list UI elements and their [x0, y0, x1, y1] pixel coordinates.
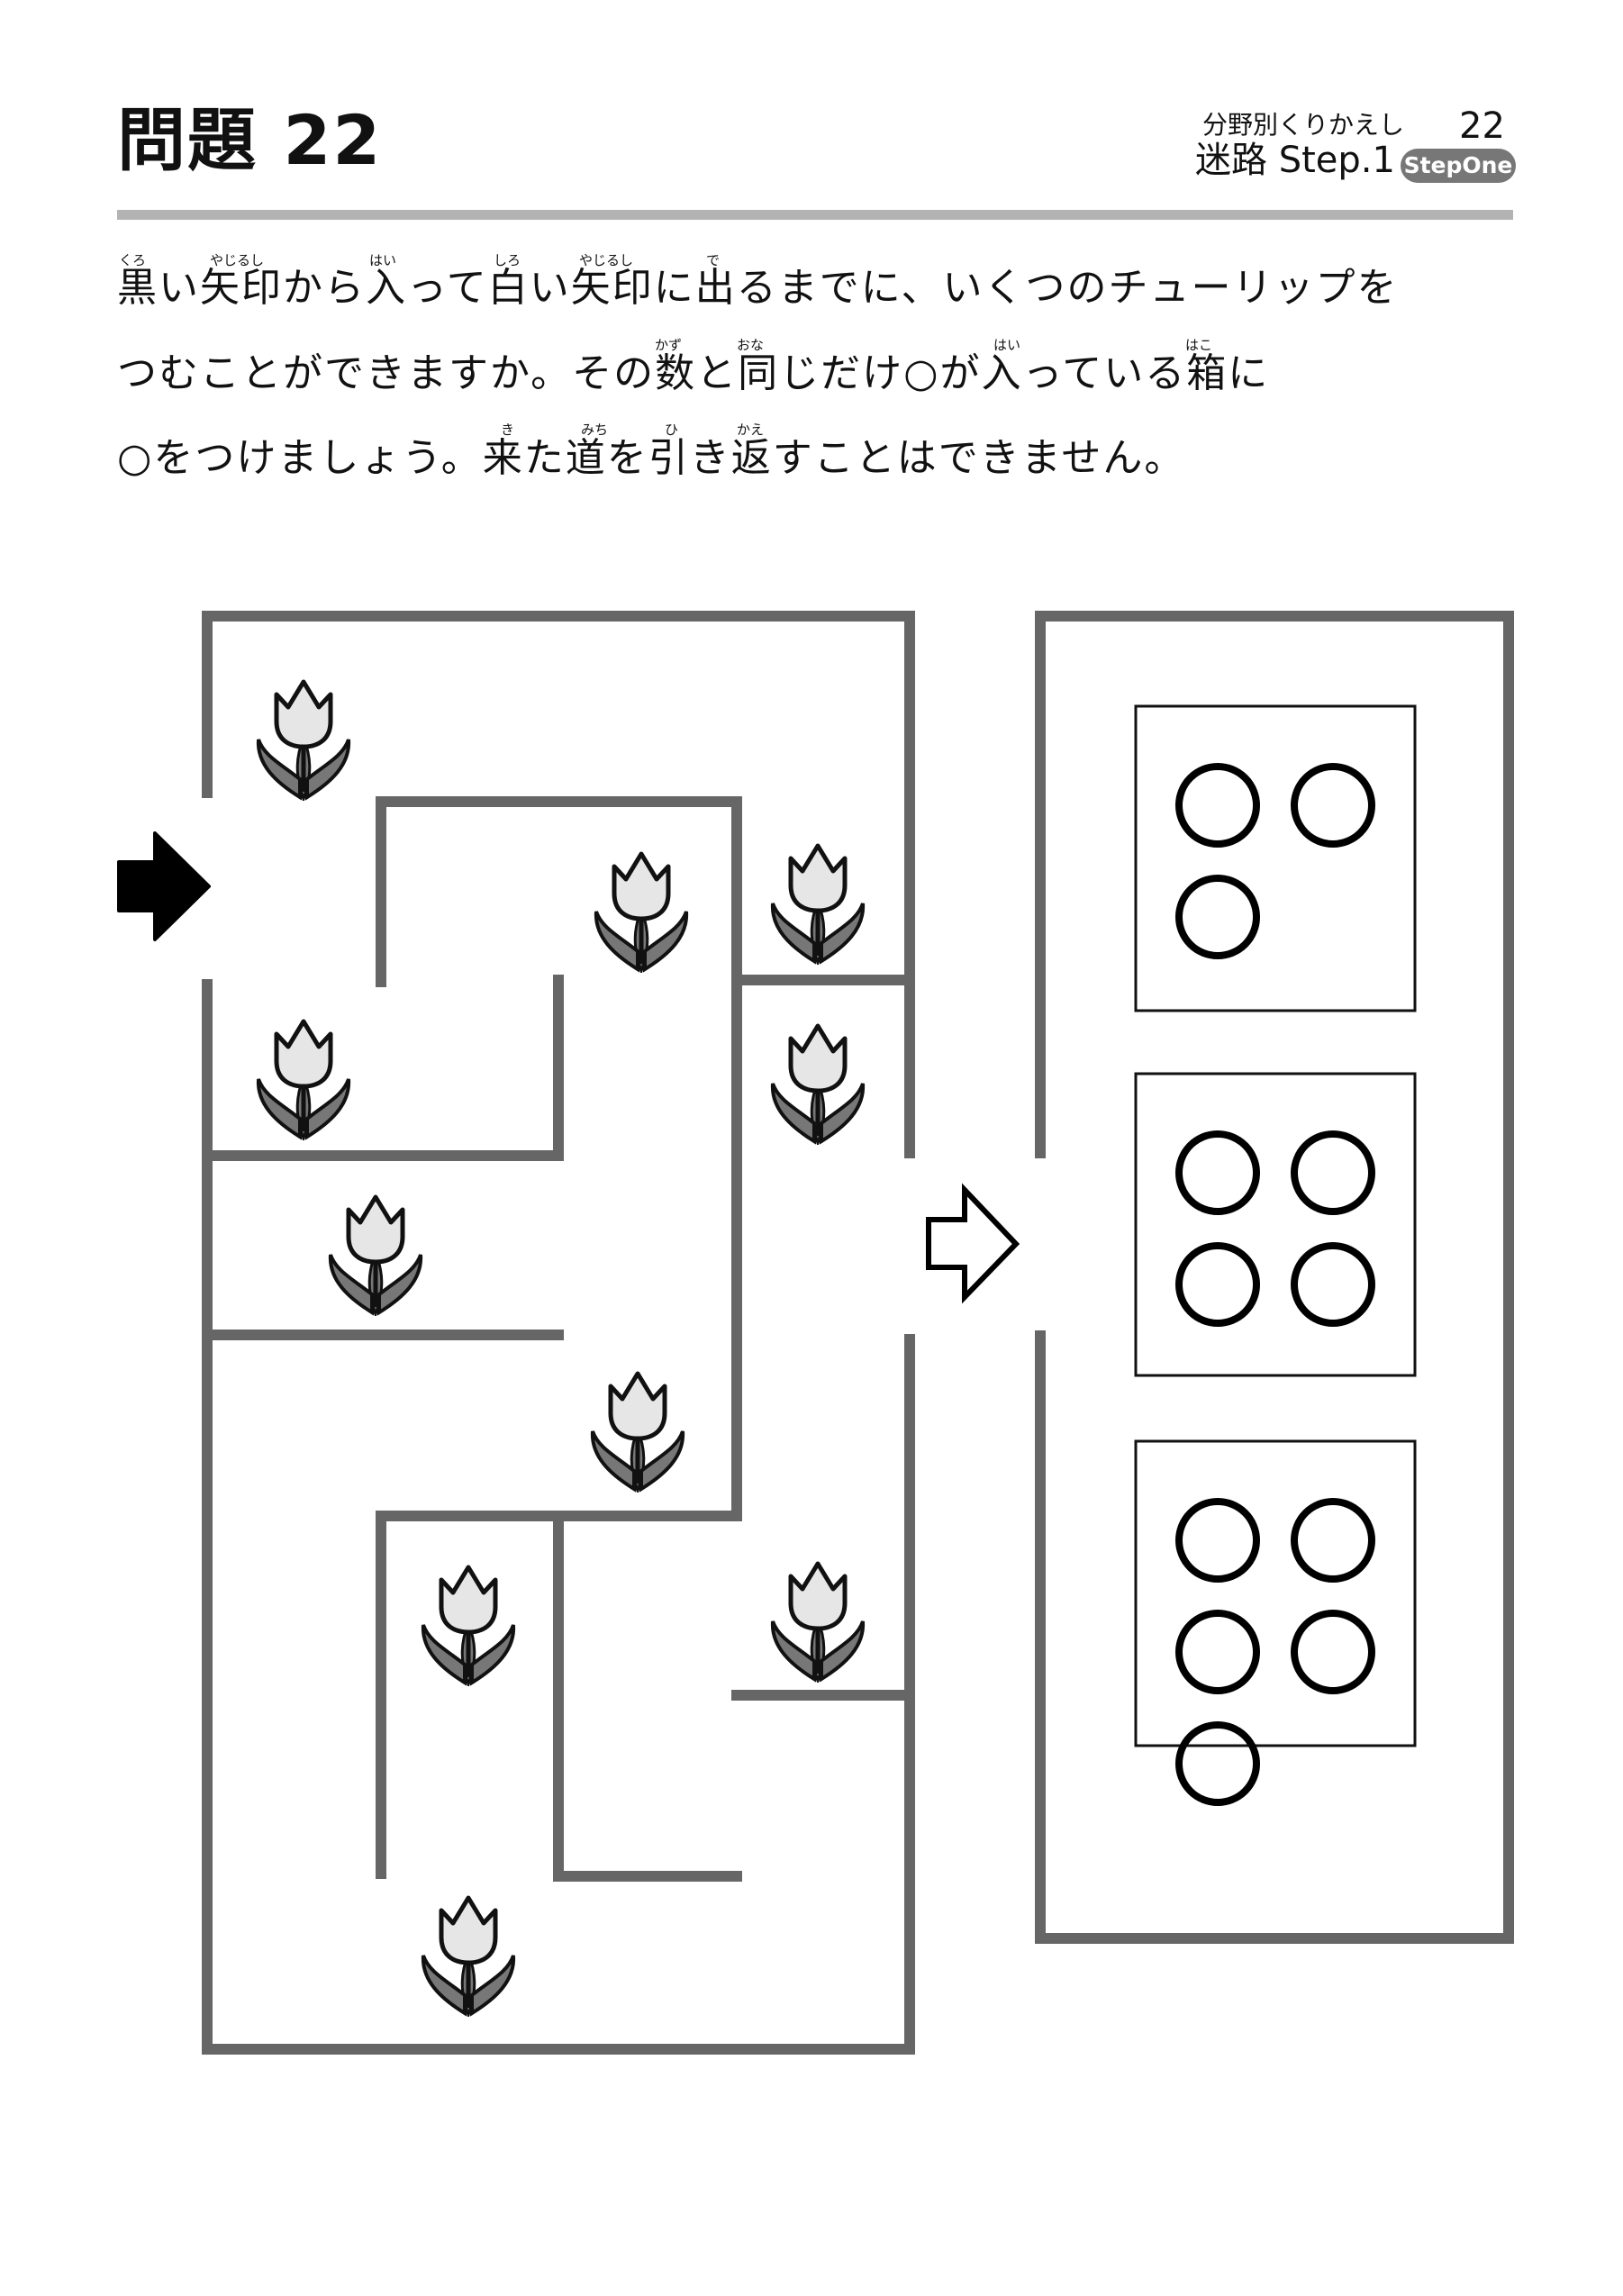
count-circle [1291, 1498, 1375, 1583]
brand-badge: StepOne [1401, 149, 1516, 183]
answer-box-1[interactable] [1134, 704, 1417, 1012]
maze-wall [202, 611, 915, 1158]
page-title: 問題 22 [117, 100, 383, 180]
count-circle [1175, 1498, 1260, 1583]
ruby-text: で [706, 252, 721, 268]
page-number: 22 [1459, 105, 1505, 147]
answer-box-3[interactable] [1134, 1439, 1417, 1806]
count-circle [1175, 1242, 1260, 1327]
tulip-icon [773, 846, 863, 963]
count-circle [1291, 763, 1375, 848]
category-label: 分野別くりかえし [1202, 110, 1405, 140]
count-circle [1291, 1610, 1375, 1694]
instruction-line-3: ○をつけましょう。来た道を引き返すことはできません。 [117, 435, 1186, 481]
ruby-text: しろ [494, 252, 521, 268]
count-circle [1175, 1721, 1260, 1806]
ruby-text: くろ [119, 252, 147, 268]
instruction-line-1: 黒い矢印から入って白い矢印に出るまでに、いくつのチューリップを [117, 265, 1399, 311]
ruby-text: おな [737, 337, 765, 353]
count-circle [1291, 1130, 1375, 1215]
maze-wall [202, 975, 564, 1161]
answer-box-2[interactable] [1134, 1072, 1417, 1377]
tulip-icon [773, 1564, 863, 1681]
ruby-text: やじるし [210, 252, 265, 268]
ruby-text: みち [581, 422, 609, 438]
ruby-text: かず [655, 337, 683, 353]
count-circle [1175, 1130, 1260, 1215]
answer-panel-frame [1035, 611, 1514, 1944]
ruby-text: はい [369, 252, 397, 268]
count-circle [1175, 763, 1260, 848]
tulip-icon [258, 682, 349, 799]
count-circle [1175, 875, 1260, 959]
tulip-icon [593, 1374, 683, 1491]
header-rule [117, 210, 1513, 220]
ruby-text: やじるし [579, 252, 634, 268]
count-circle [1175, 1610, 1260, 1694]
tulip-icon [773, 1026, 863, 1143]
tulip-icon [596, 854, 686, 971]
instruction-line-2: つむことができますか。その数と同じだけ○が入っている箱に [117, 350, 1270, 396]
start-arrow-icon [117, 831, 211, 941]
tulip-icon [258, 1021, 349, 1139]
tulip-icon [331, 1197, 421, 1314]
count-circle [1291, 1242, 1375, 1327]
ruby-text: かえ [737, 422, 765, 438]
tulip-icon [423, 1567, 513, 1684]
maze-wall [376, 796, 742, 1879]
ruby-text: ひ [665, 422, 679, 438]
subtitle: 迷路 Step.1 [1195, 140, 1395, 181]
ruby-text: はこ [1185, 337, 1213, 353]
maze-wall [553, 1511, 742, 1882]
goal-arrow-icon [926, 1183, 1020, 1304]
ruby-text: き [501, 422, 515, 438]
ruby-text: はい [993, 337, 1021, 353]
tulip-icon [423, 1898, 513, 2015]
